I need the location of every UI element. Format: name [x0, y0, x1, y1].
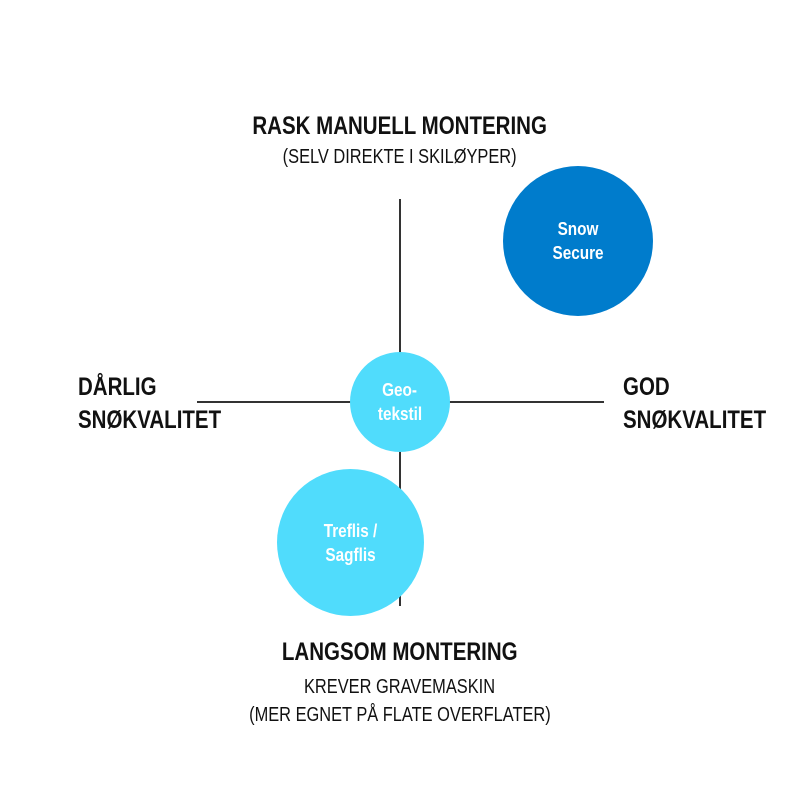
treflis-sagflis-bubble: Treflis /Sagflis [277, 469, 424, 616]
left-axis-line1: DÅRLIG [78, 373, 157, 401]
left-axis-label: DÅRLIG SNØKVALITET [78, 371, 221, 437]
right-axis-label: GOD SNØKVALITET [623, 371, 766, 437]
top-axis-subtitle: (SELV DIREKTE I SKILØYPER) [283, 146, 517, 168]
right-axis-line1: GOD [623, 373, 670, 401]
bottom-axis-line1: KREVER GRAVEMASKIN [304, 676, 496, 698]
bottom-axis-title: LANGSOM MONTERING [282, 638, 518, 666]
left-axis-line2: SNØKVALITET [78, 406, 222, 434]
top-axis-title: RASK MANUELL MONTERING [252, 112, 548, 140]
geotekstil-bubble: Geo-tekstil [350, 352, 450, 452]
bottom-axis-line2: (MER EGNET PÅ FLATE OVERFLATER) [249, 704, 551, 726]
right-axis-line2: SNØKVALITET [623, 406, 767, 434]
